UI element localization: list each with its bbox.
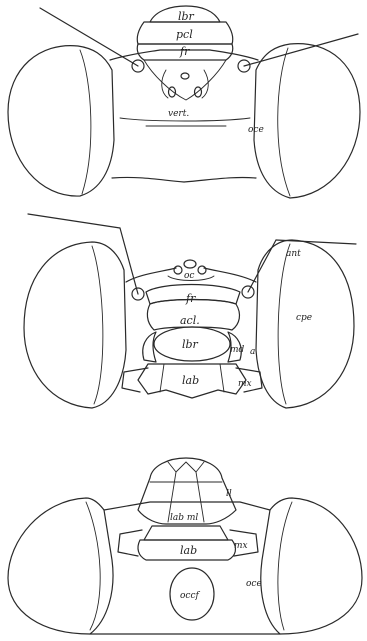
label-bot-mx: mx: [234, 541, 248, 551]
label-mid-a: a: [250, 347, 255, 357]
label-mid-md: md: [230, 345, 245, 355]
label-mid-ant: ant: [286, 249, 301, 259]
mid-left-antenna-base: [120, 228, 138, 294]
label-bot-oce: oce: [246, 579, 262, 589]
label-mid-acl: acl.: [180, 314, 200, 327]
mid-left-ocellus: [174, 266, 182, 274]
label-mid-lab: lab: [182, 374, 199, 387]
label-mid-cpe: cpe: [296, 313, 312, 323]
mid-median-ocellus: [184, 260, 196, 268]
bot-right-eye: [261, 498, 362, 634]
top-left-ocellus: [169, 87, 176, 97]
label-top-fr: fr: [179, 45, 190, 58]
label-top-oce: oce: [248, 125, 264, 135]
label-mid-mx: mx: [238, 379, 252, 389]
top-left-antenna: [40, 8, 138, 66]
bot-left-eye: [8, 498, 113, 634]
top-left-eye: [8, 46, 114, 196]
mid-right-antenna: [276, 240, 356, 244]
mid-left-antenna: [28, 214, 120, 228]
bot-head-capsule: [104, 502, 270, 510]
label-top-pcl: pcl: [176, 28, 193, 41]
label-top-vert: vert.: [168, 109, 189, 119]
label-mid-oc: oc: [184, 271, 194, 281]
top-median-ocellus: [181, 73, 189, 79]
top-view: lbr pcl fr vert. oce: [8, 6, 360, 198]
bottom-view: ll lab ml lab mx occf oce: [8, 458, 362, 634]
top-right-antenna: [244, 34, 358, 66]
mid-right-eye: [256, 240, 354, 408]
label-bot-labml: lab ml: [170, 513, 198, 523]
label-bot-occf: occf: [180, 591, 200, 601]
top-right-eye: [254, 44, 360, 198]
label-mid-fr: fr: [185, 292, 196, 305]
mid-right-antenna-base: [248, 240, 276, 292]
mid-left-eye: [24, 242, 126, 408]
middle-view: oc ant cpe fr acl. lbr md a lab mx: [24, 214, 356, 408]
bot-labium-median: [144, 526, 228, 540]
label-mid-lbr: lbr: [182, 338, 199, 351]
mid-right-ocellus: [198, 266, 206, 274]
label-bot-lab: lab: [180, 544, 197, 557]
label-bot-ll: ll: [226, 489, 232, 499]
label-top-lbr: lbr: [178, 10, 195, 23]
